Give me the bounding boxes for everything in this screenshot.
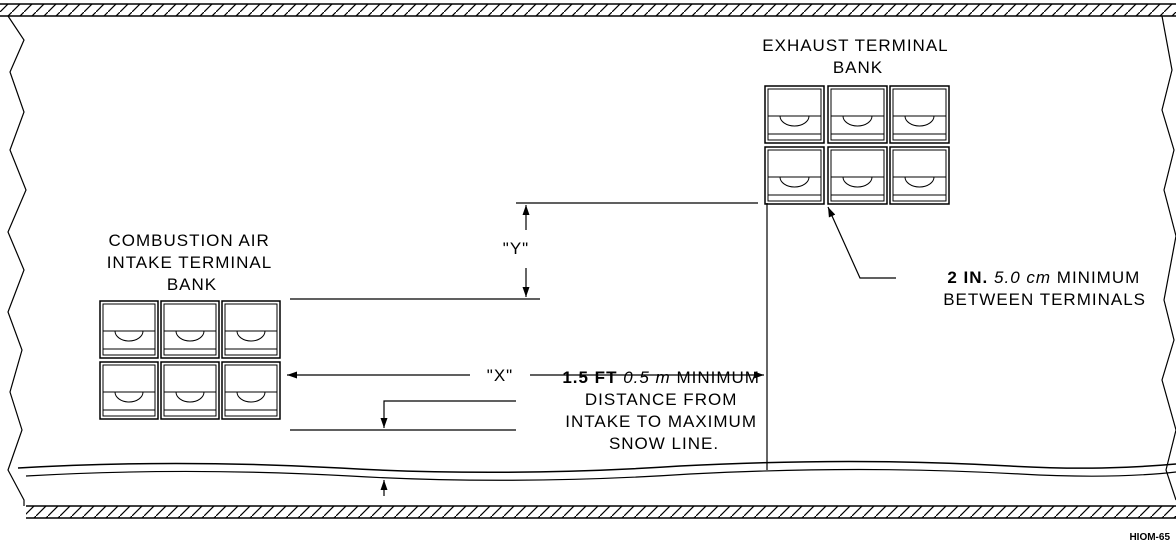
terminal	[221, 300, 281, 359]
terminal	[99, 361, 159, 420]
intake-bank-label: COMBUSTION AIR INTAKE TERMINAL BANK	[107, 231, 278, 294]
exhaust-terminal-bank	[764, 85, 950, 205]
terminal	[889, 85, 950, 144]
terminal	[889, 146, 950, 205]
terminal	[99, 300, 159, 359]
exhaust-bank-label: EXHAUST TERMINAL BANK	[762, 36, 953, 77]
terminal	[221, 361, 281, 420]
dimension-y-label: "Y"	[503, 239, 529, 258]
dimension-x-label: "X"	[487, 366, 513, 385]
terminal	[764, 146, 825, 205]
terminal	[827, 85, 888, 144]
bottom-hatch-band	[26, 505, 1176, 519]
dimension-snow-clearance	[290, 400, 516, 496]
terminal	[160, 361, 220, 420]
intake-terminal-bank	[99, 300, 281, 420]
between-terminals-note: 2 IN. 5.0 cm MINIMUM BETWEEN TERMINALS	[943, 268, 1146, 309]
right-break-line	[1161, 15, 1176, 501]
terminal	[827, 146, 888, 205]
terminal	[764, 85, 825, 144]
top-hatch-band	[0, 3, 1176, 17]
figure-id: HIOM-65	[1129, 532, 1170, 543]
dimension-y	[290, 202, 758, 300]
terminal	[160, 300, 220, 359]
left-break-line	[7, 15, 27, 506]
ground-snow-line	[17, 460, 1176, 481]
between-terminals-leader	[827, 206, 896, 279]
snow-clearance-note: 1.5 FT 0.5 m MINIMUM DISTANCE FROM INTAK…	[562, 368, 765, 453]
